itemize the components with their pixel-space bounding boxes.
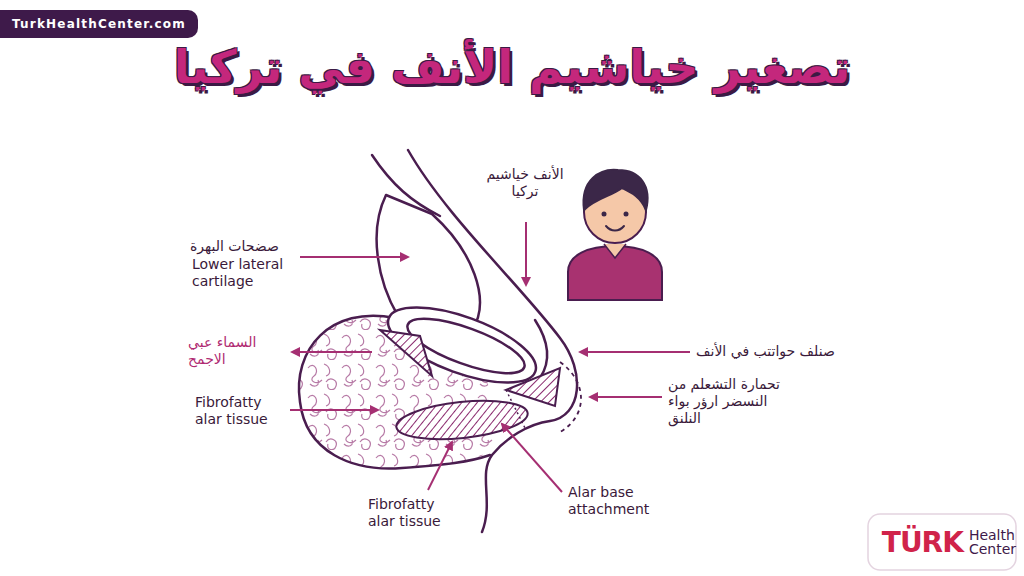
part-label: Fibrofatty alar tissue	[368, 496, 460, 530]
part-label: تحمارة التشعلم من النسضر ارؤر بواء النلن…	[668, 376, 798, 426]
avatar	[568, 170, 662, 300]
leader-lines	[290, 222, 690, 492]
node-text: TurkHealthCenter.com	[12, 17, 186, 31]
part-label: السماء عبي الاجمح	[188, 334, 284, 368]
watermark-pill: TurkHealthCenter.com	[0, 10, 198, 38]
part-label: صنلف حواتتب في الأنف	[696, 343, 866, 360]
part-label: الأنف خياشيم تركيا	[486, 166, 564, 200]
title: تصغير خياشيم الأنف في تركيا	[0, 40, 1024, 95]
part-label: صضحات البهرة	[190, 238, 300, 255]
part-label: Fibrofatty alar tissue	[195, 394, 287, 428]
part-label: Alar base attachment	[568, 484, 668, 518]
node-text: Health Center	[969, 528, 1016, 556]
part-label: Lower lateral cartilage	[192, 256, 304, 290]
node-text: TÜRK	[882, 526, 963, 559]
logo-box: TÜRKHealth Center	[882, 518, 1014, 566]
